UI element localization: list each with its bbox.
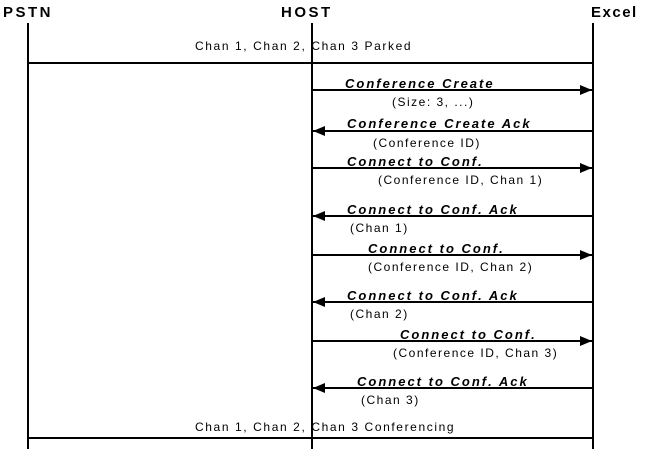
lifeline-host bbox=[311, 23, 313, 449]
message-label: Connect to Conf. bbox=[400, 327, 537, 342]
arrow-left-icon bbox=[313, 211, 592, 221]
state-annotation-conferencing: Chan 1, Chan 2, Chan 3 Conferencing bbox=[195, 420, 456, 434]
message-label: Connect to Conf. Ack bbox=[347, 202, 519, 217]
lifeline-pstn bbox=[27, 23, 29, 449]
actor-label-excel: Excel bbox=[591, 4, 638, 21]
arrow-right-icon bbox=[313, 163, 592, 173]
message-label: Connect to Conf. bbox=[347, 154, 484, 169]
message-param: (Size: 3, ...) bbox=[392, 95, 475, 109]
arrow-left-icon bbox=[313, 383, 592, 393]
message-param: (Conference ID, Chan 2) bbox=[368, 260, 534, 274]
message-label: Connect to Conf. Ack bbox=[357, 374, 529, 389]
lifeline-excel bbox=[592, 23, 594, 449]
actor-label-pstn: PSTN bbox=[3, 4, 54, 21]
message-label: Connect to Conf. bbox=[368, 241, 505, 256]
message-label: Connect to Conf. Ack bbox=[347, 288, 519, 303]
message-param: (Chan 1) bbox=[350, 221, 409, 235]
arrow-right-icon bbox=[313, 336, 592, 346]
message-param: (Chan 3) bbox=[361, 393, 420, 407]
message-label: Conference Create bbox=[345, 76, 495, 91]
actor-label-host: HOST bbox=[281, 4, 333, 21]
arrow-left-icon bbox=[313, 126, 592, 136]
separator-line-bottom bbox=[27, 437, 594, 439]
message-param: (Conference ID, Chan 3) bbox=[393, 346, 559, 360]
arrow-right-icon bbox=[313, 250, 592, 260]
message-param: (Conference ID) bbox=[373, 136, 481, 150]
arrow-right-icon bbox=[313, 85, 592, 95]
message-param: (Conference ID, Chan 1) bbox=[378, 173, 544, 187]
state-annotation-parked: Chan 1, Chan 2, Chan 3 Parked bbox=[195, 39, 413, 53]
separator-line-top bbox=[27, 62, 594, 64]
message-param: (Chan 2) bbox=[350, 307, 409, 321]
arrow-left-icon bbox=[313, 297, 592, 307]
message-label: Conference Create Ack bbox=[347, 116, 532, 131]
